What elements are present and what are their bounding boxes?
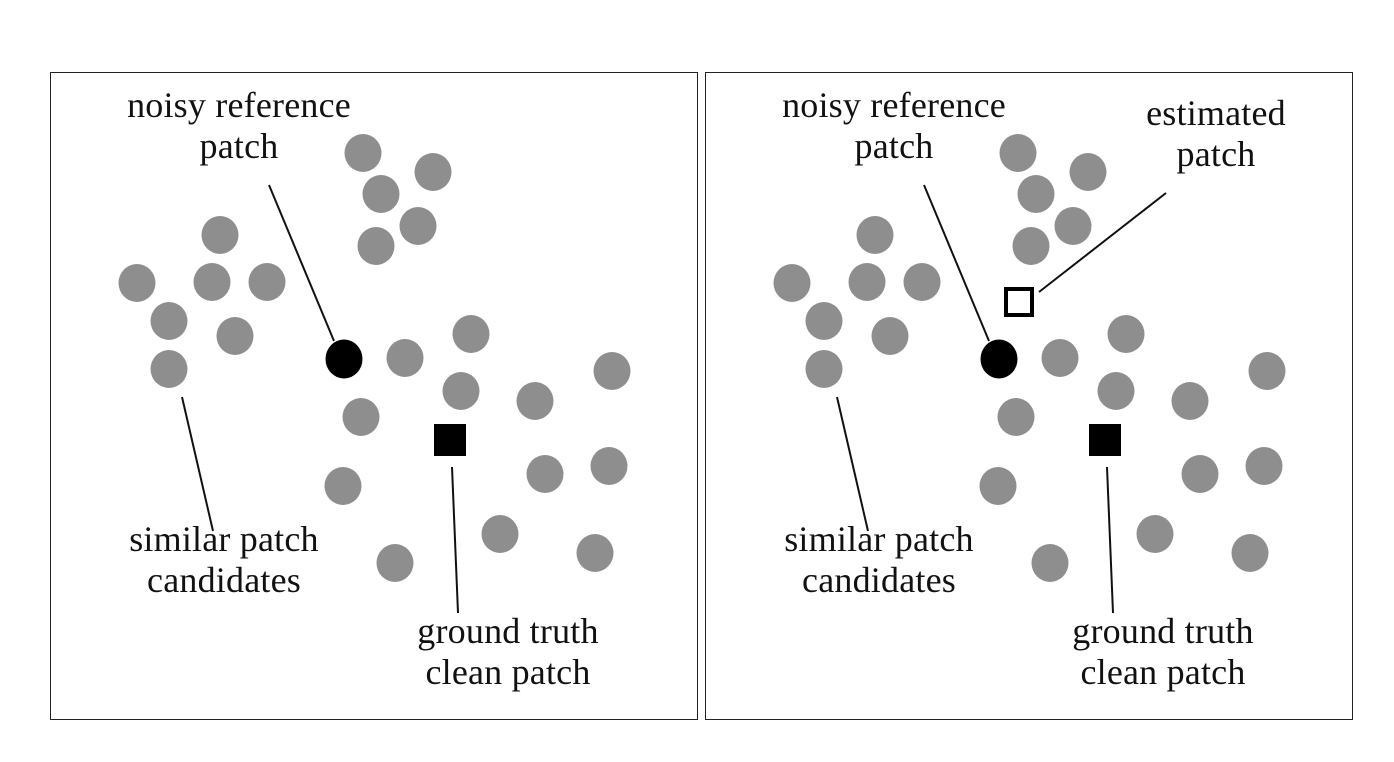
ground-truth-label: ground truth clean patch <box>417 611 599 693</box>
similar-patch-candidate <box>1097 372 1135 410</box>
panel-right: noisy reference patch estimated patch si… <box>705 72 1353 720</box>
similar-patch-candidate <box>997 398 1035 436</box>
similar-patch-candidate <box>1069 153 1107 191</box>
similar-patch-candidate <box>1012 227 1050 265</box>
similar-patch-candidate <box>526 455 564 493</box>
similar-patch-candidate <box>399 207 437 245</box>
similar-patch-candidate <box>1181 455 1219 493</box>
diagram-left <box>118 134 631 614</box>
similar-patch-candidate <box>118 264 156 302</box>
similar-patch-candidate <box>442 372 480 410</box>
similar-patch-candidate <box>362 175 400 213</box>
panel-left: noisy reference patch similar patch cand… <box>50 72 698 720</box>
estimated-patch-label: estimated patch <box>1146 93 1286 175</box>
estimated-patch <box>1004 287 1034 317</box>
ground-truth-leader-line <box>451 466 459 614</box>
reference-leader-line <box>268 184 335 342</box>
similar-patch-candidate <box>576 534 614 572</box>
similar-candidates-label: similar patch candidates <box>784 519 974 601</box>
estimated-leader-line <box>1038 192 1167 293</box>
similar-patch-candidate <box>593 352 631 390</box>
similar-patch-candidate <box>805 302 843 340</box>
similar-patch-candidate <box>1017 175 1055 213</box>
noisy-reference-patch <box>325 339 363 379</box>
similar-patch-candidate <box>1054 207 1092 245</box>
similar-patch-candidate <box>193 263 231 301</box>
similar-patch-candidate <box>1107 315 1145 353</box>
similar-patch-candidate <box>452 315 490 353</box>
similar-patch-candidate <box>1031 544 1069 582</box>
similar-patch-candidate <box>805 350 843 388</box>
similar-patch-candidate <box>357 227 395 265</box>
ground-truth-leader-line <box>1106 466 1114 614</box>
noisy-reference-patch <box>980 339 1018 379</box>
similar-patch-candidate <box>590 447 628 485</box>
reference-leader-line <box>923 184 990 342</box>
similar-patch-candidate <box>376 544 414 582</box>
similar-patch-candidate <box>1171 382 1209 420</box>
similar-patch-candidate <box>856 216 894 254</box>
similar-patch-candidate <box>1231 534 1269 572</box>
similar-patch-candidate <box>216 317 254 355</box>
candidates-leader-line <box>836 396 869 532</box>
ground-truth-patch <box>1089 424 1121 456</box>
similar-patch-candidate <box>773 264 811 302</box>
diagram-right <box>773 134 1286 614</box>
similar-patch-candidate <box>481 515 519 553</box>
ground-truth-label: ground truth clean patch <box>1072 611 1254 693</box>
similar-patch-candidate <box>342 398 380 436</box>
ground-truth-patch <box>434 424 466 456</box>
similar-patch-candidate <box>201 216 239 254</box>
noisy-reference-label: noisy reference patch <box>782 85 1006 167</box>
similar-candidates-label: similar patch candidates <box>129 519 319 601</box>
similar-patch-candidate <box>1248 352 1286 390</box>
candidates-leader-line <box>181 396 214 532</box>
similar-patch-candidate <box>871 317 909 355</box>
similar-patch-candidate <box>516 382 554 420</box>
similar-patch-candidate <box>1041 339 1079 377</box>
similar-patch-candidate <box>1245 447 1283 485</box>
similar-patch-candidate <box>1136 515 1174 553</box>
similar-patch-candidate <box>150 302 188 340</box>
similar-patch-candidate <box>999 134 1037 172</box>
similar-patch-candidate <box>324 467 362 505</box>
similar-patch-candidate <box>344 134 382 172</box>
similar-patch-candidate <box>848 263 886 301</box>
similar-patch-candidate <box>903 263 941 301</box>
similar-patch-candidate <box>414 153 452 191</box>
similar-patch-candidate <box>248 263 286 301</box>
noisy-reference-label: noisy reference patch <box>127 85 351 167</box>
similar-patch-candidate <box>979 467 1017 505</box>
similar-patch-candidate <box>150 350 188 388</box>
similar-patch-candidate <box>386 339 424 377</box>
